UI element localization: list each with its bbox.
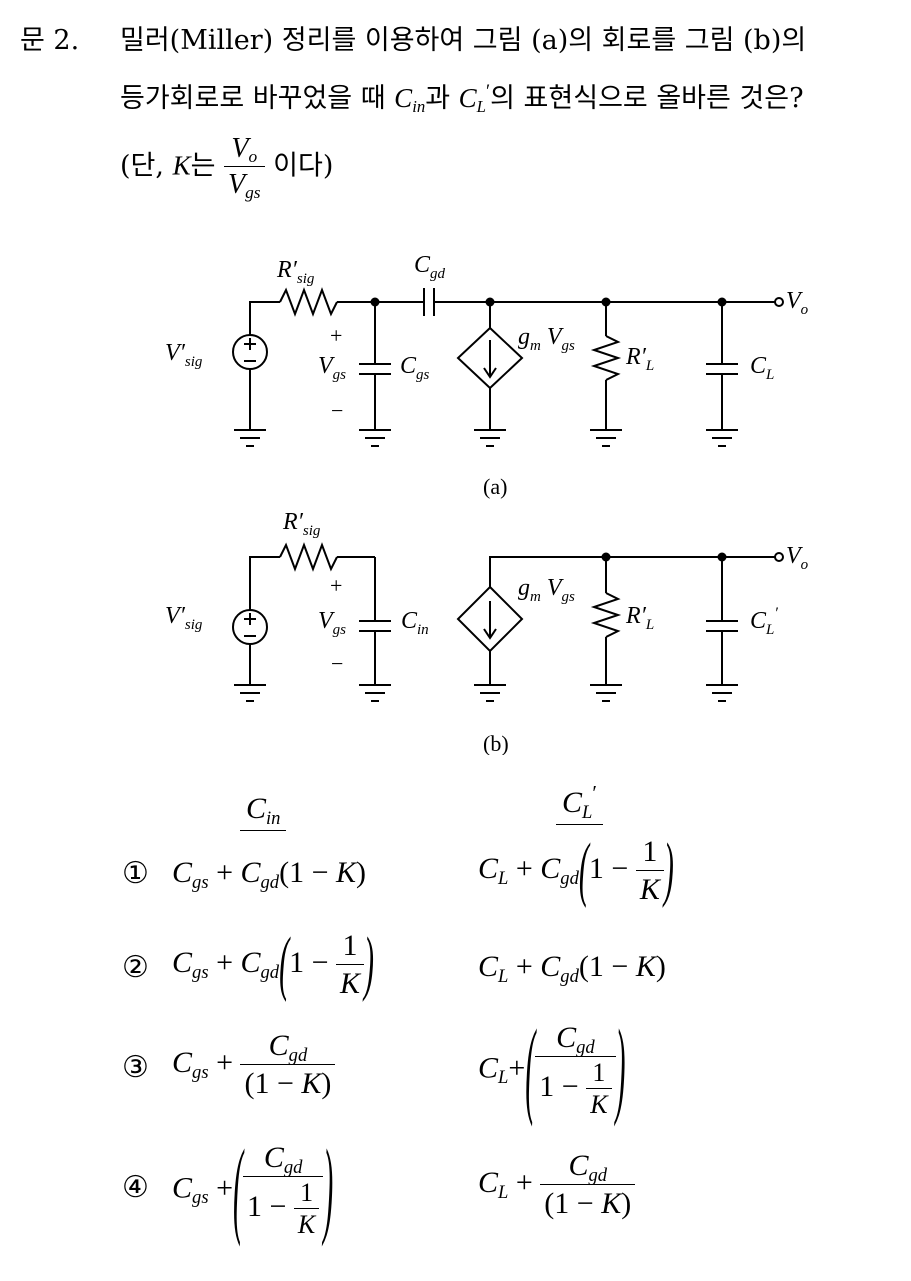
label-vgs-a: Vgs bbox=[318, 353, 346, 383]
junction-dots-a bbox=[370, 297, 727, 307]
label-rsig-a: R′sig bbox=[276, 257, 315, 287]
k-fraction-numerator: Vo bbox=[224, 132, 265, 167]
label-cl-a: CL bbox=[750, 353, 774, 383]
label-cgs-a: Cgs bbox=[400, 353, 430, 383]
label-rsig-b: R′sig bbox=[282, 509, 321, 539]
voltage-source-b bbox=[232, 609, 268, 645]
resistor-rl-b bbox=[590, 592, 622, 638]
option-4-cl: CL + Cgd(1 − K) bbox=[478, 1148, 636, 1223]
minus-a: − bbox=[331, 398, 343, 423]
label-vsig-a: V′sig bbox=[165, 340, 203, 370]
option-2-cl: CL + Cgd(1 − K) bbox=[478, 950, 666, 987]
minus-b: − bbox=[331, 651, 343, 676]
label-vo-b: Vo bbox=[786, 543, 809, 573]
cl-prime-symbol: CL′ bbox=[458, 80, 491, 117]
answer-header-cin: Cin bbox=[240, 792, 287, 831]
resistor-rl-a bbox=[590, 335, 622, 381]
option-3-cin: Cgs + Cgd(1 − K) bbox=[172, 1028, 336, 1103]
circuit-a: V′sig R′sig Cgd + Vgs − Cgs gm Vgs R′L C… bbox=[165, 252, 809, 499]
caption-b: (b) bbox=[483, 731, 509, 755]
question-line-2-end: 의 표현식으로 올바른 것은? bbox=[490, 83, 804, 114]
label-rl-b: R′L bbox=[625, 603, 654, 633]
condition-k: K bbox=[172, 150, 191, 181]
label-cin-b: Cin bbox=[401, 608, 429, 638]
question-line-2: 등가회로로 바꾸었을 때 Cin과 CL′의 표현식으로 올바른 것은? bbox=[120, 76, 804, 117]
label-vgs-b: Vgs bbox=[318, 608, 346, 638]
label-vsig-b: V′sig bbox=[165, 603, 203, 633]
label-cl-prime-b: CL′ bbox=[750, 605, 778, 638]
question-number: 문 2. bbox=[20, 25, 80, 56]
label-rl-a: R′L bbox=[625, 344, 654, 374]
condition-close: 이다) bbox=[273, 150, 334, 182]
option-marker: ① bbox=[122, 857, 149, 890]
question-line-2-start: 등가회로로 바꾸었을 때 bbox=[120, 83, 386, 114]
condition-eun: 는 bbox=[190, 150, 216, 182]
option-marker: ④ bbox=[122, 1171, 149, 1204]
question-line-1: 밀러(Miller) 정리를 이용하여 그림 (a)의 회로를 그림 (b)의 bbox=[120, 25, 807, 56]
resistor-rsig-b bbox=[279, 542, 338, 572]
cin-symbol: Cin bbox=[394, 83, 426, 117]
output-terminal-b bbox=[774, 552, 784, 562]
output-terminal-a bbox=[774, 297, 784, 307]
option-marker: ② bbox=[122, 951, 149, 984]
plus-b: + bbox=[330, 573, 342, 598]
label-vo-a: Vo bbox=[786, 288, 809, 318]
ground-symbols-b bbox=[234, 684, 738, 702]
question-condition: (단, K는 Vo Vgs 이다) bbox=[120, 132, 333, 202]
k-fraction: Vo Vgs bbox=[224, 132, 265, 202]
option-marker: ③ bbox=[122, 1051, 149, 1084]
label-cgd-a: Cgd bbox=[414, 252, 446, 282]
condition-open: (단, bbox=[120, 150, 164, 182]
k-fraction-denominator: Vgs bbox=[228, 168, 261, 202]
circuit-b: V′sig R′sig + Vgs − Cin gm Vgs R′L CL′ V… bbox=[165, 509, 809, 755]
answer-header-cl: CL′ bbox=[556, 781, 603, 825]
option-1-cin: Cgs + Cgd(1 − K) bbox=[172, 856, 367, 893]
voltage-source-a bbox=[232, 334, 268, 370]
caption-a: (a) bbox=[483, 474, 507, 499]
junction-dots-b bbox=[601, 552, 727, 562]
resistor-rsig-a bbox=[279, 287, 338, 317]
question-line-2-mid: 과 bbox=[425, 83, 451, 114]
ground-symbols-a bbox=[234, 429, 738, 447]
label-gm-vgs-a: gm Vgs bbox=[518, 324, 575, 354]
label-gm-vgs-b: gm Vgs bbox=[518, 575, 575, 605]
plus-a: + bbox=[330, 323, 342, 348]
